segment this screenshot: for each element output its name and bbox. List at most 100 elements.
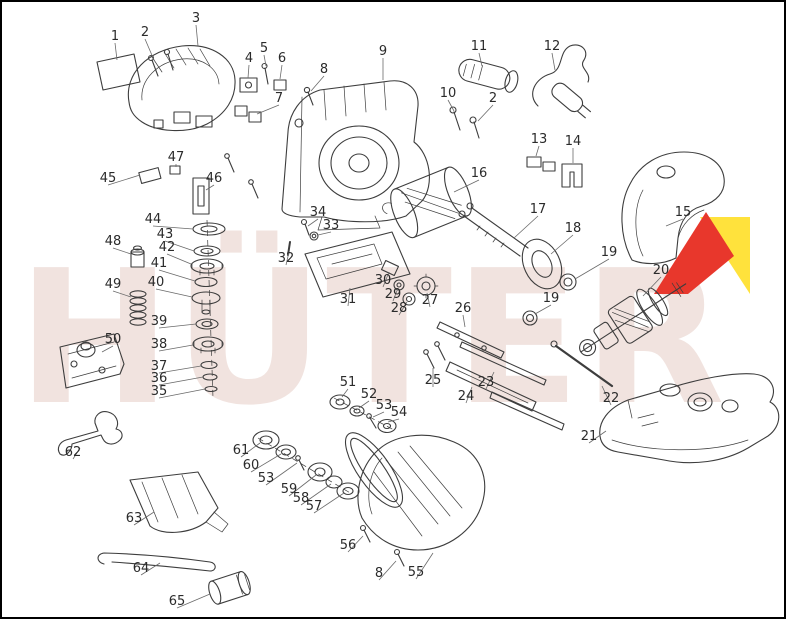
part-32-pin bbox=[287, 241, 291, 256]
part-number-label: 53 bbox=[258, 471, 275, 486]
part-29-washer bbox=[393, 279, 405, 291]
leader-line bbox=[601, 385, 612, 406]
part-4-brush-cap bbox=[239, 77, 258, 93]
part-number-label: 62 bbox=[65, 445, 82, 460]
part-number-label: 7 bbox=[275, 91, 283, 106]
part-19-bearings bbox=[522, 273, 577, 326]
part-49-spring bbox=[129, 290, 147, 326]
brand-watermark: HÜTER bbox=[17, 230, 727, 446]
part-number-label: 42 bbox=[159, 240, 176, 255]
part-8b-screw bbox=[393, 548, 405, 567]
leader-line bbox=[107, 174, 141, 186]
part-number-label: 53 bbox=[376, 398, 393, 413]
part-number-label: 55 bbox=[408, 565, 425, 580]
leader-line bbox=[347, 535, 364, 553]
leader-line bbox=[158, 269, 196, 282]
part-5-screw bbox=[261, 62, 269, 85]
part-11-handle-grip bbox=[458, 58, 519, 93]
part-number-label: 39 bbox=[151, 314, 168, 329]
part-number-label: 24 bbox=[458, 389, 475, 404]
part-number-label: 27 bbox=[422, 293, 439, 308]
leader-line bbox=[265, 462, 298, 486]
part-number-label: 16 bbox=[471, 166, 488, 181]
leader-line bbox=[477, 104, 494, 122]
part-46-guide-plate bbox=[192, 177, 210, 215]
part-47-lever bbox=[169, 153, 259, 199]
part-10-screw bbox=[449, 106, 461, 131]
part-number-label: 40 bbox=[148, 275, 165, 290]
part-31-depth-plate bbox=[304, 231, 411, 298]
part-17-long-screws bbox=[458, 202, 529, 257]
part-13-cord-clamp bbox=[526, 156, 556, 172]
part-45-switch bbox=[138, 167, 162, 184]
leader-line bbox=[378, 560, 397, 581]
part-27-adjust-knob bbox=[413, 273, 439, 299]
part-63-dust-bag bbox=[129, 471, 229, 533]
leader-line bbox=[133, 511, 155, 526]
leader-line bbox=[101, 345, 114, 353]
part-number-label: 58 bbox=[293, 491, 310, 506]
leader-line bbox=[112, 290, 132, 298]
part-number-label: 30 bbox=[375, 273, 392, 288]
part-number-label: 36 bbox=[151, 371, 168, 386]
leader-line bbox=[158, 376, 204, 386]
leader-line bbox=[310, 75, 325, 92]
part-number-label: 54 bbox=[391, 405, 408, 420]
part-25-screws bbox=[423, 341, 446, 369]
part-62-wrench bbox=[57, 411, 123, 456]
part-15-handle-housing bbox=[621, 151, 725, 265]
part-50-shoe-plate bbox=[59, 333, 125, 389]
part-3-motor-cover bbox=[127, 45, 236, 132]
part-22-rod bbox=[550, 340, 614, 388]
leader-line bbox=[382, 271, 390, 288]
leader-line bbox=[72, 447, 81, 460]
part-number-label: 37 bbox=[151, 359, 168, 374]
leader-line bbox=[114, 42, 118, 61]
leader-line bbox=[285, 251, 290, 266]
part-number-label: 35 bbox=[151, 384, 168, 399]
part-20-rotor bbox=[579, 282, 687, 357]
part-30-bracket bbox=[380, 259, 400, 277]
part-12-power-cord bbox=[532, 44, 592, 119]
part-number-label: 4 bbox=[245, 51, 253, 66]
leader-line bbox=[158, 365, 202, 374]
part-14-strain-relief bbox=[561, 163, 583, 188]
part-number-label: 23 bbox=[478, 375, 495, 390]
part-number-label: 28 bbox=[391, 301, 408, 316]
part-number-label: 63 bbox=[126, 511, 143, 526]
part-number-label: 56 bbox=[340, 538, 357, 553]
part-number-label: 41 bbox=[151, 256, 168, 271]
part-23-blade bbox=[459, 341, 547, 386]
part-number-label: 64 bbox=[133, 561, 150, 576]
part-number-label: 11 bbox=[471, 39, 488, 54]
leader-line bbox=[447, 99, 455, 112]
part-34-screw bbox=[300, 218, 310, 236]
part-number-label: 49 bbox=[105, 277, 122, 292]
part-48-button bbox=[130, 245, 145, 268]
leader-line bbox=[166, 253, 192, 265]
leader-line bbox=[195, 24, 199, 47]
part-24-blade-clamp bbox=[445, 361, 565, 431]
part-number-label: 2 bbox=[489, 91, 497, 106]
leader-line bbox=[158, 344, 194, 352]
leader-line bbox=[534, 304, 552, 315]
leader-line bbox=[665, 218, 684, 227]
part-number-label: 1 bbox=[111, 29, 119, 44]
part-64-wire-handle bbox=[97, 552, 216, 572]
part-number-label: 65 bbox=[169, 594, 186, 609]
part-number-label: 10 bbox=[440, 86, 457, 101]
part-6-brush-holder bbox=[273, 79, 287, 91]
leader-line bbox=[240, 442, 261, 458]
part-26-clamp-bar bbox=[436, 321, 505, 359]
leader-line bbox=[256, 104, 280, 115]
part-number-label: 8 bbox=[375, 566, 383, 581]
leader-line bbox=[535, 145, 540, 157]
leader-line bbox=[140, 562, 161, 576]
leader-line bbox=[358, 400, 370, 409]
leader-line bbox=[307, 218, 319, 227]
leader-line bbox=[341, 388, 349, 398]
leader-line bbox=[158, 388, 206, 399]
part-number-label: 33 bbox=[323, 218, 340, 233]
